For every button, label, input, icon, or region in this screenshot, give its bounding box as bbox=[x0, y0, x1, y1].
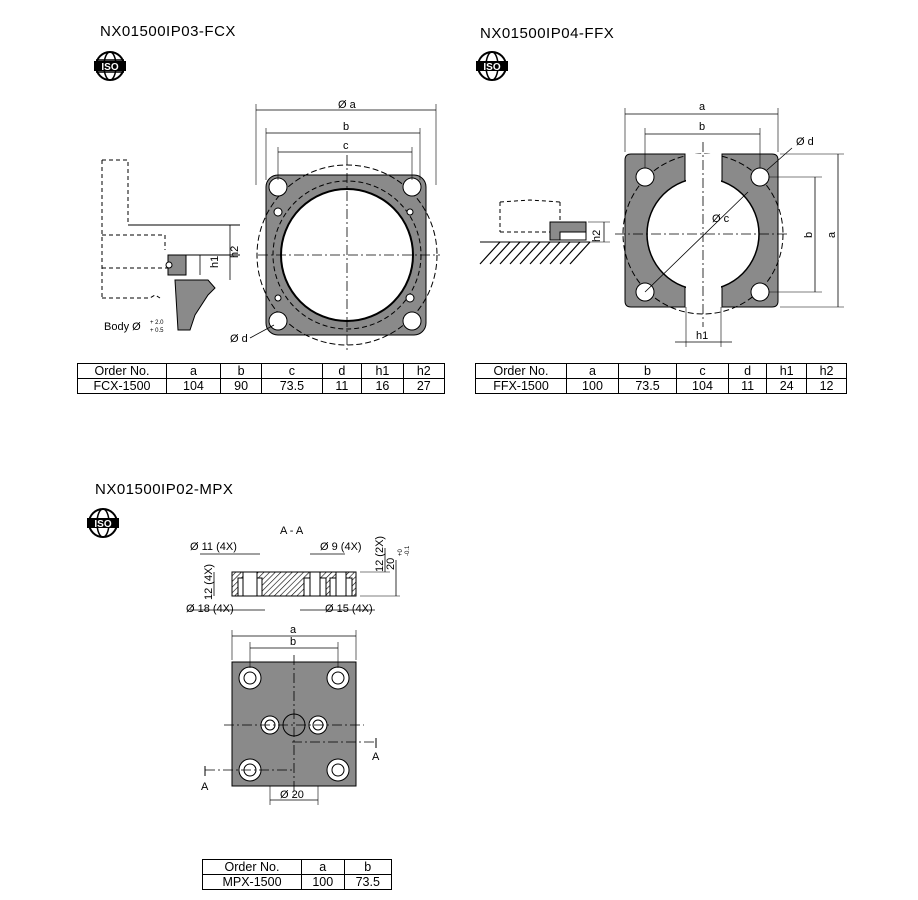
fcx-table: Order No. a b c d h1 h2 FCX-1500 104 90 … bbox=[77, 363, 446, 394]
mpx-label-section: A - A bbox=[280, 525, 304, 537]
fcx-label-h2: h2 bbox=[229, 246, 241, 258]
mpx-drawing: A - A Ø 11 (4X) Ø 9 (4X) Ø 18 (4X) Ø 15 … bbox=[186, 525, 411, 805]
ffx-label-h1: h1 bbox=[696, 330, 708, 342]
fcx-label-a: Ø a bbox=[338, 99, 357, 111]
mpx-label-tol-top: +0 bbox=[398, 548, 404, 556]
table-header-cell: h2 bbox=[402, 363, 446, 379]
table-cell: 90 bbox=[219, 378, 263, 394]
ffx-side-view bbox=[479, 199, 610, 265]
mpx-label-b: b bbox=[290, 636, 296, 648]
mpx-label-tol-bot: -0.1 bbox=[405, 545, 411, 556]
table-cell: 73.5 bbox=[343, 874, 393, 890]
table-row: FFX-1500 100 73.5 104 11 24 12 bbox=[475, 378, 847, 394]
fcx-drawing: h1 h2 Body Ø + 2.0 + 0.5 Ø a b c Ø d bbox=[101, 99, 440, 352]
mpx-label-cut-a-right: A bbox=[372, 751, 380, 763]
table-cell: 73.5 bbox=[617, 378, 678, 394]
table-header-cell: d bbox=[321, 363, 363, 379]
ffx-label-a-side: a bbox=[826, 231, 838, 238]
mpx-label-cut-a-left: A bbox=[201, 781, 209, 793]
table-header-row: Order No. a b c d h1 h2 bbox=[77, 363, 446, 379]
fcx-label-b: b bbox=[343, 121, 349, 133]
table-cell: FCX-1500 bbox=[77, 378, 167, 394]
svg-text:ISO: ISO bbox=[101, 62, 118, 73]
table-cell: 100 bbox=[566, 378, 619, 394]
ffx-table: Order No. a b c d h1 h2 FFX-1500 100 73.… bbox=[475, 363, 847, 394]
mpx-label-h12: 12 (4X) bbox=[203, 564, 215, 600]
table-cell: 104 bbox=[676, 378, 729, 394]
ffx-label-c: Ø c bbox=[712, 213, 730, 225]
table-cell: 104 bbox=[166, 378, 221, 394]
ffx-label-b-side: b bbox=[803, 232, 815, 238]
mpx-label-d9: Ø 9 (4X) bbox=[320, 541, 362, 553]
table-cell: 11 bbox=[727, 378, 768, 394]
table-cell: 24 bbox=[766, 378, 808, 394]
table-cell: 16 bbox=[361, 378, 404, 394]
fcx-side-view bbox=[101, 159, 240, 331]
table-header-cell: h1 bbox=[361, 363, 404, 379]
ffx-drawing: h2 a b Ø c Ø d h1 b a bbox=[479, 101, 844, 347]
svg-text:ISO: ISO bbox=[94, 519, 111, 530]
table-header-cell: d bbox=[727, 363, 768, 379]
table-header-row: Order No. a b bbox=[202, 859, 393, 875]
mpx-label-h12b: 12 (2X) bbox=[374, 536, 386, 572]
fcx-title: NX01500IP03-FCX bbox=[100, 23, 236, 40]
table-row: MPX-1500 100 73.5 bbox=[202, 874, 393, 890]
table-header-cell: Order No. bbox=[202, 859, 302, 875]
table-header-cell: c bbox=[676, 363, 729, 379]
fcx-label-tol-minus: + 0.5 bbox=[150, 328, 164, 334]
table-header-cell: h1 bbox=[766, 363, 808, 379]
table-header-cell: b bbox=[617, 363, 678, 379]
mpx-label-h20: 20 bbox=[385, 558, 397, 570]
table-header-cell: c bbox=[261, 363, 323, 379]
fcx-label-d: Ø d bbox=[230, 333, 248, 345]
fcx-label-body: Body Ø bbox=[104, 321, 141, 333]
mpx-label-d18: Ø 18 (4X) bbox=[186, 603, 234, 615]
table-row: FCX-1500 104 90 73.5 11 16 27 bbox=[77, 378, 446, 394]
table-header-cell: Order No. bbox=[77, 363, 167, 379]
ffx-label-a: a bbox=[699, 101, 706, 113]
table-cell: 100 bbox=[301, 874, 345, 890]
iso-logo-icon: ISO bbox=[476, 51, 508, 81]
mpx-label-a: a bbox=[290, 624, 297, 636]
mpx-plan-view bbox=[204, 630, 377, 805]
mpx-label-d20: Ø 20 bbox=[280, 789, 304, 801]
mpx-section-view bbox=[190, 548, 400, 611]
ffx-label-d: Ø d bbox=[796, 136, 814, 148]
table-cell: FFX-1500 bbox=[475, 378, 567, 394]
table-cell: 11 bbox=[321, 378, 363, 394]
table-header-cell: a bbox=[301, 859, 345, 875]
table-cell: 12 bbox=[806, 378, 847, 394]
fcx-front-view bbox=[249, 104, 440, 352]
mpx-title: NX01500IP02-MPX bbox=[95, 481, 234, 498]
mpx-table: Order No. a b MPX-1500 100 73.5 bbox=[202, 859, 393, 890]
mpx-label-d15: Ø 15 (4X) bbox=[325, 603, 373, 615]
iso-logo-icon: ISO bbox=[87, 508, 119, 538]
ffx-front-view bbox=[615, 108, 844, 347]
table-header-cell: b bbox=[343, 859, 393, 875]
table-header-cell: b bbox=[219, 363, 263, 379]
table-header-cell: h2 bbox=[806, 363, 847, 379]
ffx-label-b: b bbox=[699, 121, 705, 133]
table-header-cell: a bbox=[166, 363, 221, 379]
table-header-row: Order No. a b c d h1 h2 bbox=[475, 363, 847, 379]
ffx-label-h2: h2 bbox=[591, 230, 603, 242]
svg-text:ISO: ISO bbox=[483, 62, 500, 73]
fcx-label-tol-plus: + 2.0 bbox=[150, 320, 164, 326]
iso-logo-icon: ISO bbox=[94, 51, 126, 81]
table-cell: 27 bbox=[402, 378, 446, 394]
table-header-cell: Order No. bbox=[475, 363, 567, 379]
table-cell: MPX-1500 bbox=[202, 874, 302, 890]
ffx-title: NX01500IP04-FFX bbox=[480, 25, 615, 42]
table-header-cell: a bbox=[566, 363, 619, 379]
mpx-label-d11: Ø 11 (4X) bbox=[190, 541, 237, 553]
fcx-label-h1: h1 bbox=[209, 256, 221, 268]
table-cell: 73.5 bbox=[261, 378, 323, 394]
fcx-label-c: c bbox=[343, 140, 349, 152]
